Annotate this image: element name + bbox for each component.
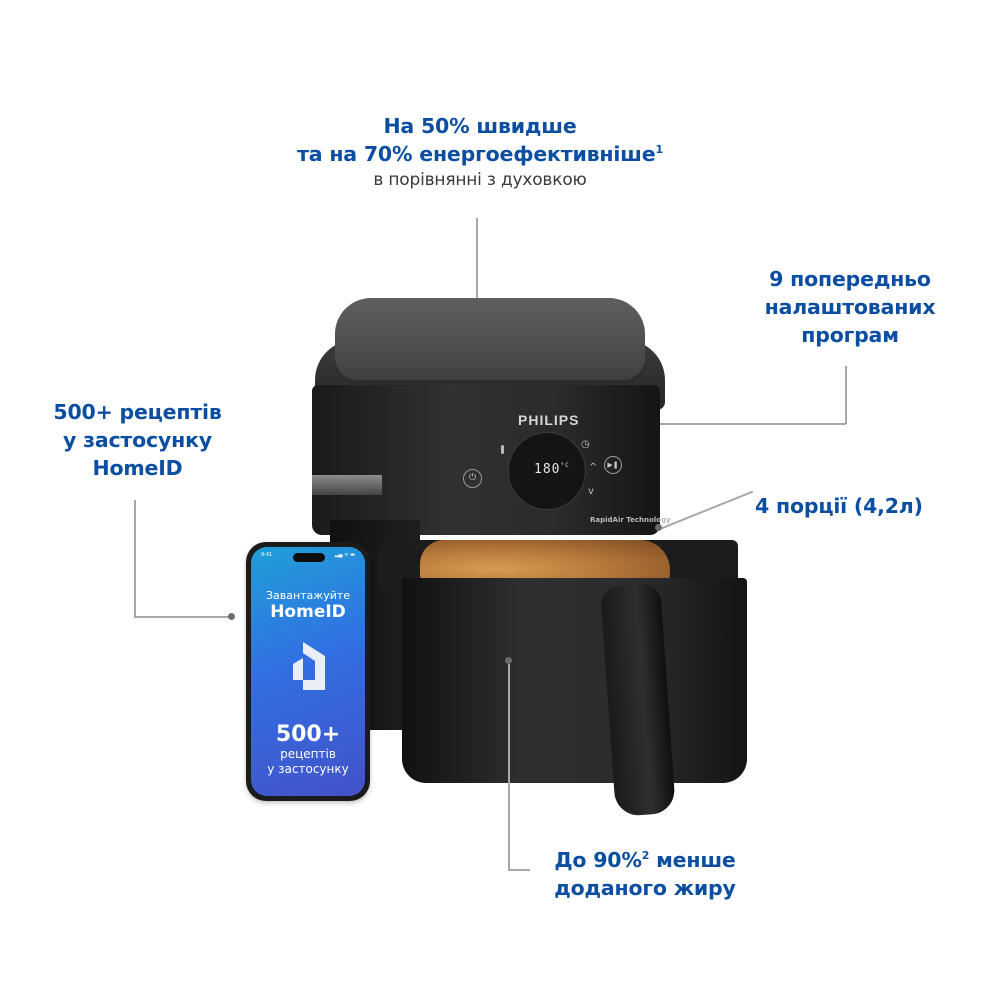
callout-faster-energy: На 50% швидше та на 70% енергоефективніш… bbox=[230, 112, 730, 192]
leader-line-recipes-h bbox=[134, 616, 230, 618]
status-time: 9:41 bbox=[261, 552, 273, 558]
fryer-lid bbox=[335, 298, 645, 380]
leader-line-presets-v bbox=[845, 366, 847, 424]
smartphone: 9:41 ▂▄ ᯤ ▬ Завантажуйте HomeID 500+ рец… bbox=[246, 542, 370, 801]
callout-presets-line2: налаштованих bbox=[764, 295, 936, 319]
brand-logo: PHILIPS bbox=[518, 412, 580, 428]
leader-dot-capacity bbox=[655, 524, 662, 531]
app-name[interactable]: HomeID bbox=[270, 602, 346, 622]
start-pause-icon[interactable]: ▶❚ bbox=[604, 456, 622, 474]
callout-recipes-line1: 500+ рецептів bbox=[53, 400, 222, 424]
recipes-line1: рецептів bbox=[280, 747, 336, 761]
phone-screen: 9:41 ▂▄ ᯤ ▬ Завантажуйте HomeID 500+ рец… bbox=[251, 547, 365, 796]
download-label: Завантажуйте bbox=[265, 589, 351, 602]
callout-faster-line2: та на 70% енергоефективніше1 bbox=[297, 142, 663, 166]
temperature-display: 180°C bbox=[534, 462, 570, 477]
callout-recipes-line2: у застосунку bbox=[63, 428, 212, 452]
fryer-silver-band bbox=[312, 475, 382, 495]
callout-recipes-line3: HomeID bbox=[92, 456, 183, 480]
fryer-body bbox=[312, 385, 660, 535]
down-arrow-icon[interactable]: v bbox=[588, 486, 594, 497]
callout-faster-line1: На 50% швидше bbox=[383, 114, 577, 138]
callout-fat-line2: доданого жиру bbox=[554, 876, 736, 900]
footnote-1: 1 bbox=[655, 143, 663, 157]
status-icons: ▂▄ ᯤ ▬ bbox=[334, 552, 355, 558]
recipes-line2: у застосунку bbox=[267, 762, 349, 776]
homeid-logo-icon bbox=[293, 642, 325, 690]
callout-recipes: 500+ рецептів у застосунку HomeID bbox=[20, 398, 255, 482]
power-icon[interactable]: ⏻ bbox=[463, 469, 482, 488]
callout-capacity-line1: 4 порції (4,2л) bbox=[755, 494, 923, 518]
leader-line-recipes-v bbox=[134, 500, 136, 617]
callout-fat-line1: До 90%2 менше bbox=[554, 848, 736, 872]
thermometer-icon[interactable] bbox=[501, 445, 504, 454]
timer-icon[interactable]: ◷ bbox=[581, 439, 590, 450]
phone-notch bbox=[293, 553, 325, 562]
leader-line-fat-v bbox=[508, 664, 510, 870]
leader-line-presets-h bbox=[643, 423, 846, 425]
leader-dot-recipes bbox=[228, 613, 235, 620]
fryer-basket[interactable] bbox=[402, 578, 747, 783]
callout-capacity: 4 порції (4,2л) bbox=[755, 492, 955, 520]
callout-presets-line1: 9 попередньо bbox=[769, 267, 931, 291]
rapidair-badge: RapidAir Technology bbox=[590, 516, 671, 524]
footnote-2: 2 bbox=[641, 849, 650, 863]
leader-line-fat-h bbox=[508, 869, 530, 871]
callout-presets: 9 попередньо налаштованих програм bbox=[750, 265, 950, 349]
control-dial[interactable] bbox=[508, 432, 586, 510]
callout-less-fat: До 90%2 менше доданого жиру bbox=[520, 846, 770, 902]
leader-dot-fat bbox=[505, 657, 512, 664]
callout-presets-line3: програм bbox=[801, 323, 899, 347]
up-arrow-icon[interactable]: ^ bbox=[589, 462, 598, 473]
leader-line-top bbox=[476, 218, 478, 314]
leader-line-capacity bbox=[659, 490, 753, 530]
callout-faster-subtext: в порівнянні з духовкою bbox=[373, 170, 587, 190]
recipe-count: 500+ bbox=[275, 722, 341, 747]
